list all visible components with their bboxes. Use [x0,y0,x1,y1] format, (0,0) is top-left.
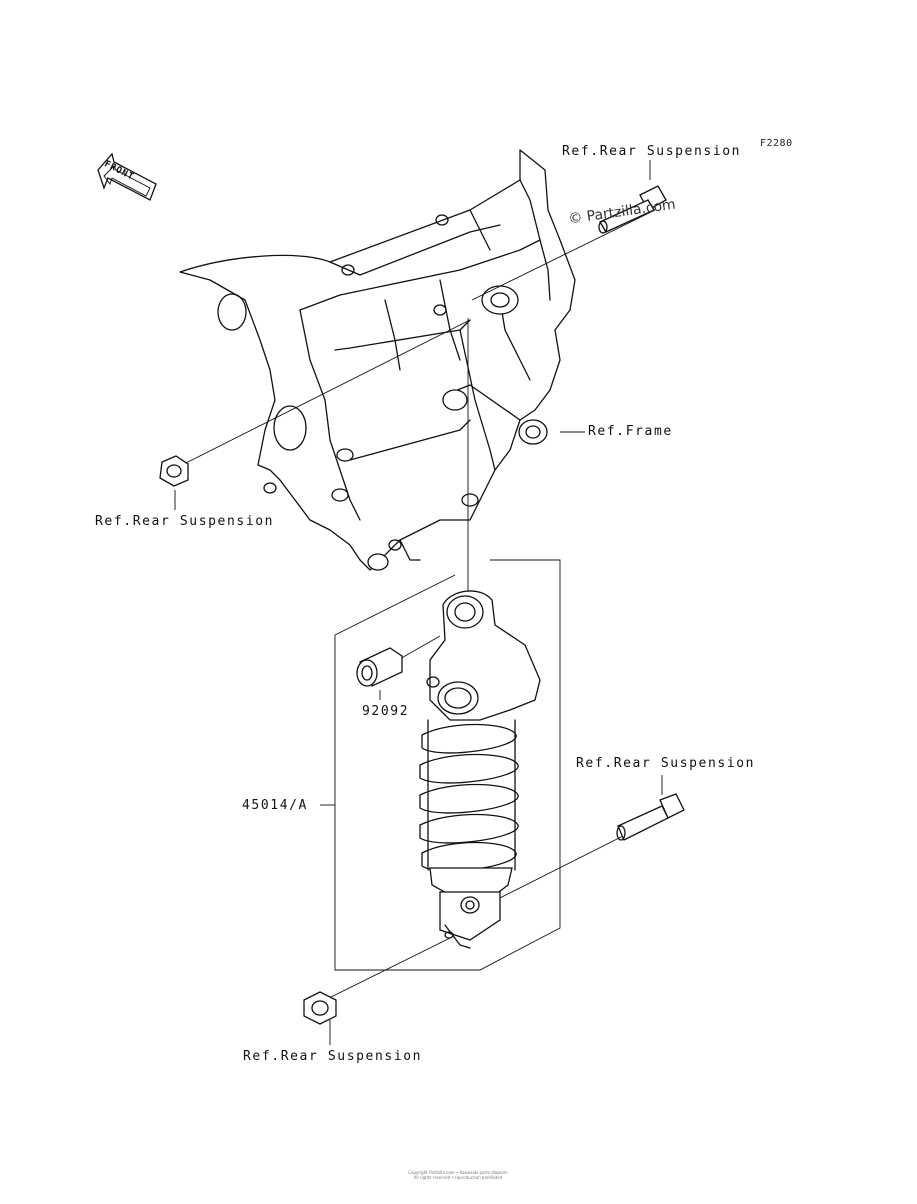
front-arrow-icon [97,152,157,201]
part-number-shock: 45014/A [242,798,308,813]
label-rear-suspension-top: Ref.Rear Suspension [562,144,742,159]
label-rear-suspension-bottom: Ref.Rear Suspension [243,1049,423,1064]
frame-drawing [179,149,576,571]
assembly-bracket [320,559,561,971]
lower-bolt [616,793,685,841]
label-frame: Ref.Frame [588,424,673,439]
footer-line-1: Copyright Partzilla.com • Kawasaki parts… [408,1170,508,1175]
left-nut [159,455,189,487]
diagram-code: F2280 [760,138,793,149]
footer-line-2: All rights reserved • reproduction prohi… [413,1175,503,1180]
top-bolt [598,185,667,234]
part-number-bushing: 92092 [362,704,410,719]
bottom-nut [303,991,337,1025]
label-rear-suspension-right: Ref.Rear Suspension [576,756,756,771]
shock-absorber [419,590,541,949]
bushing [356,647,403,687]
label-rear-suspension-left: Ref.Rear Suspension [95,514,275,529]
leader-lines [171,160,663,1045]
